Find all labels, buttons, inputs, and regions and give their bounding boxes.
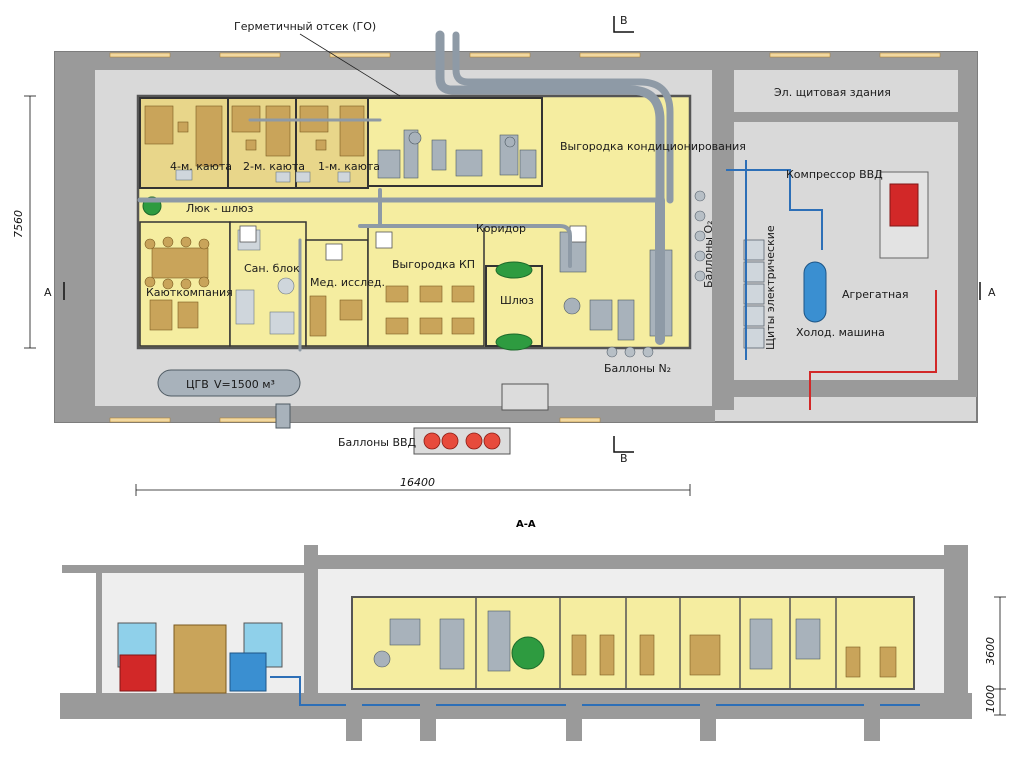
- electric-panels: [743, 239, 765, 349]
- hp-cylinders: [423, 432, 501, 450]
- section-foundation: [346, 701, 880, 741]
- svg-text:В: В: [620, 452, 628, 465]
- section-equipment: [373, 610, 821, 672]
- chiller-label: Холод. машина: [796, 326, 885, 339]
- section-mark-a-left: A: [44, 282, 65, 300]
- chiller: [803, 261, 827, 323]
- section-height-base: 1000: [984, 685, 997, 713]
- sanblock-label: Сан. блок: [244, 262, 300, 275]
- section-mark-b-top: В: [613, 14, 634, 33]
- n2-label: Баллоны N₂: [604, 362, 671, 375]
- blue-pipes: [726, 160, 823, 360]
- svg-text:A: A: [44, 286, 52, 299]
- windows-top: [109, 52, 941, 423]
- section-pipe: [270, 676, 920, 706]
- kp-equipment: [385, 285, 475, 335]
- section-mark-a-right: A: [979, 282, 996, 300]
- section-mark-b-bottom: В: [613, 436, 634, 465]
- section-height-main: 3600: [984, 637, 997, 665]
- outer-wall-bottom-right: [715, 380, 977, 397]
- svg-text:A: A: [988, 286, 996, 299]
- ac-equipment: [377, 129, 537, 179]
- med-furniture: [309, 295, 363, 337]
- dimension-width-label: 16400: [400, 476, 435, 489]
- section-right-wall: [944, 545, 968, 695]
- wardroom-label: Каюткомпания: [146, 286, 233, 299]
- pipes-main: [137, 30, 674, 352]
- cabin-washbasins: [175, 169, 351, 183]
- cabin-furniture: [144, 105, 365, 167]
- section-mid-wall: [304, 545, 318, 695]
- o2-label: Баллоны O₂: [702, 220, 715, 288]
- vent-grilles: [239, 225, 587, 261]
- airlock-hatch-bottom: [495, 333, 533, 351]
- outer-wall-top: [55, 52, 977, 70]
- dimension-width: [135, 484, 691, 496]
- hot-water-tank: [157, 369, 301, 397]
- ac-enclosure-label: Выгородка кондиционирования: [560, 140, 746, 153]
- tank-valve: [275, 403, 291, 429]
- airlock: [485, 265, 543, 347]
- section-door: [173, 624, 227, 694]
- cabin-2-label: 2-м. каюта: [243, 160, 305, 173]
- partition-wall: [712, 70, 734, 410]
- svg-text:В: В: [620, 14, 628, 27]
- section-dimension-lines: [994, 596, 1006, 716]
- section-title: А-А: [516, 519, 536, 530]
- section-compressor: [119, 654, 157, 692]
- tank-label: ЦГВ: [186, 378, 209, 391]
- o2-cylinders: [694, 190, 706, 282]
- red-pipes: [809, 290, 937, 410]
- section-left-wall: [96, 571, 102, 693]
- floor-plan: Герметичный отсек (ГО) 4-м. каюта 2-м. к…: [12, 14, 996, 496]
- hp-compressor-label: Компрессор ВВД: [786, 168, 883, 181]
- section-furniture: [571, 634, 897, 678]
- unit-room-label: Агрегатная: [842, 288, 909, 301]
- cross-section: А-А 3600 1000: [60, 519, 1006, 741]
- section-roof-left: [62, 565, 304, 573]
- sealed-compartment-leader: [299, 33, 401, 97]
- kp-enclosure-label: Выгородка КП: [392, 258, 475, 271]
- outer-wall-left: [55, 52, 95, 422]
- dimension-height-label: 7560: [12, 210, 25, 238]
- wardroom-furniture: [144, 236, 210, 331]
- hp-cylinders-label: Баллоны ВВД: [338, 436, 417, 449]
- switchboard-label: Эл. щитовая здания: [774, 86, 891, 99]
- cabin-1-label: 1-м. каюта: [318, 160, 380, 173]
- sealed-compartment-label: Герметичный отсек (ГО): [234, 20, 376, 33]
- n2-cylinders: [606, 346, 654, 358]
- hp-compressor: [889, 183, 919, 227]
- dimension-height: [24, 95, 36, 349]
- section-partitions: [475, 597, 837, 689]
- section-airlock-hatch: [511, 636, 545, 670]
- outer-wall-right: [958, 52, 977, 397]
- medlab-label: Мед. исслед.: [310, 276, 385, 289]
- electric-panels-label: Щиты электрические: [764, 225, 777, 350]
- section-roof: [318, 555, 944, 569]
- tank-volume-label: V=1500 м³: [214, 378, 275, 391]
- stairs: [501, 383, 549, 411]
- cabin-4-label: 4-м. каюта: [170, 160, 232, 173]
- switchboard-wall: [734, 112, 958, 122]
- corridor-label: Коридор: [476, 222, 526, 235]
- airlock-hatch-top: [495, 261, 533, 279]
- hatch-lock-label: Люк - шлюз: [186, 202, 253, 215]
- section-chiller: [229, 652, 267, 692]
- section-compartment: [351, 596, 915, 690]
- airlock-label: Шлюз: [500, 294, 534, 307]
